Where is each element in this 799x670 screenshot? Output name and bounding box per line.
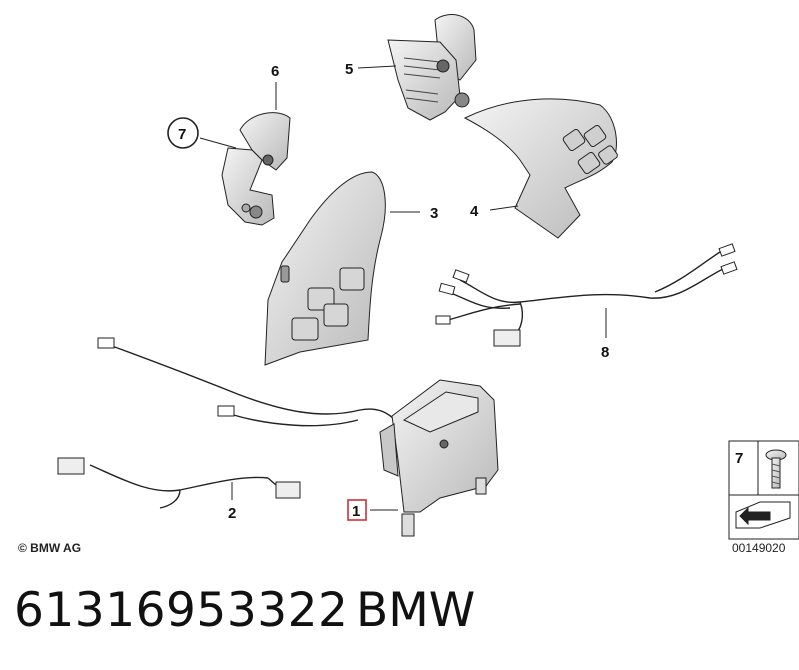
fastener-legend-box [728,440,799,540]
part-trim-panel-illustration [264,171,386,366]
brand-name: BMW [356,583,476,638]
part-clip-illustration [221,112,291,226]
part-switch-module-illustration [387,14,477,121]
copyright-notice: © BMW AG [18,541,82,555]
callout-4: 4 [470,203,479,220]
callout-7-circle [167,117,199,149]
callout-7: 7 [178,126,186,143]
callout-3: 3 [430,205,438,222]
diagram-reference-number: 00149020 [732,541,786,555]
callout-2: 2 [228,505,236,522]
part-wiring-harness-upper-illustration [435,243,738,347]
part-wiring-harness-lower-illustration [57,337,406,509]
part-bracket-module-illustration [379,379,499,537]
legend-item-number: 7 [735,450,743,467]
callout-1: 1 [352,503,360,520]
callout-8: 8 [601,344,609,361]
callout-6: 6 [271,63,279,80]
callout-5: 5 [345,61,353,78]
parts-exploded-diagram: 1 2 3 4 5 6 7 8 7 [57,14,799,540]
part-number: 61316953322 [14,583,349,638]
callout-1-highlight-box [347,499,367,521]
part-button-cover-illustration [463,98,618,239]
